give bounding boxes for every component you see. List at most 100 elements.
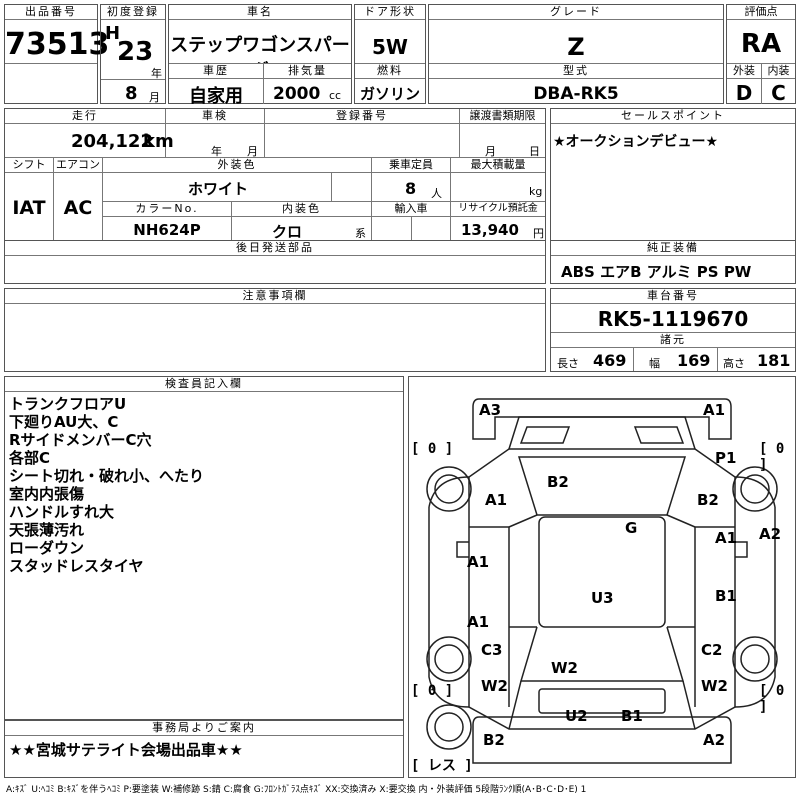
- color-no: NH624P: [133, 221, 201, 239]
- inspector-note-line: 下廻りAU大、C: [9, 413, 119, 431]
- import-label: 輸入車: [372, 202, 450, 217]
- tire-tread-rear-right: [ 0 ]: [759, 683, 785, 715]
- inspector-note-line: ハンドルすれ大: [9, 503, 115, 521]
- int-color-label: 内装色: [232, 202, 371, 217]
- fuel-label: 燃料: [355, 64, 425, 79]
- year-unit: 年: [151, 67, 162, 80]
- inspector-note-line: RサイドメンバーC穴: [9, 431, 152, 449]
- reg-number-label: 登録番号: [265, 109, 459, 124]
- later-parts-label: 後日発送部品: [5, 241, 545, 256]
- history: 自家用: [189, 86, 243, 107]
- sales-point-label: セールスポイント: [551, 109, 795, 124]
- transfer-month-unit: 月: [485, 145, 496, 158]
- chassis-box: 車台番号 RK5-1119670 諸元 長さ 469 幅 169 高さ 181: [550, 288, 796, 372]
- width: 169: [677, 351, 711, 370]
- spare-tire: [ レス ]: [411, 758, 473, 774]
- interior: C: [771, 81, 786, 105]
- width-label: 幅: [649, 357, 660, 370]
- office-label: 事務局よりご案内: [5, 721, 403, 736]
- ac-label: エアコン: [54, 158, 102, 173]
- ac: AC: [63, 197, 93, 219]
- displacement: 2000: [273, 84, 321, 104]
- int-color-unit: 系: [355, 227, 366, 240]
- color-no-label: カラーNo.: [103, 202, 231, 217]
- equipment: ABS エアB アルミ PS PW: [561, 263, 752, 281]
- score-box: 評価点 RA 外装 内装 D C: [726, 4, 796, 105]
- damage-mark: A1: [703, 401, 726, 419]
- recycle-label: リサイクル預託金: [451, 202, 545, 217]
- height: 181: [757, 351, 791, 370]
- recycle-unit: 円: [533, 227, 544, 240]
- inspector-notes: トランクフロアU 下廻りAU大、C RサイドメンバーC穴 各部C シート切れ・破…: [9, 395, 204, 575]
- caution-box: 注意事項欄: [4, 288, 546, 372]
- damage-mark: B2: [483, 731, 505, 749]
- length: 469: [593, 351, 627, 370]
- transfer-label: 譲渡書類期限: [460, 109, 545, 124]
- chassis: RK5-1119670: [597, 307, 749, 331]
- reg-year: 23: [117, 37, 154, 67]
- inspector-note-line: 室内内張傷: [9, 485, 85, 503]
- ext-color: ホワイト: [187, 180, 248, 198]
- damage-mark: C3: [481, 641, 503, 659]
- grade-label: グレード: [429, 5, 723, 20]
- shift: IAT: [12, 197, 46, 219]
- inspector-note-line: 天張薄汚れ: [9, 521, 85, 539]
- month-unit: 月: [149, 91, 160, 104]
- damage-mark: A2: [759, 525, 782, 543]
- equipment-box: 純正装備 ABS エアB アルミ PS PW: [550, 240, 796, 284]
- damage-mark: W2: [481, 677, 508, 695]
- height-label: 高さ: [723, 357, 745, 370]
- history-label: 車歴: [169, 64, 263, 79]
- exterior: D: [735, 81, 753, 105]
- sales-point-box: セールスポイント ★オークションデビュー★: [550, 108, 796, 242]
- damage-mark: A1: [467, 613, 490, 631]
- inspector-note-line: 各部C: [9, 449, 51, 467]
- door-box: ドア形状 5W 燃料 ガソリン: [354, 4, 426, 104]
- capacity-label: 乗車定員: [372, 158, 450, 173]
- length-label: 長さ: [557, 357, 579, 370]
- interior-label: 内装: [762, 64, 795, 79]
- chassis-label: 車台番号: [551, 289, 795, 304]
- damage-mark: C2: [701, 641, 723, 659]
- damage-mark: W2: [551, 659, 578, 677]
- door: 5W: [372, 35, 408, 59]
- max-load-label: 最大積載量: [451, 158, 545, 173]
- damage-mark: B1: [715, 587, 737, 605]
- score: RA: [740, 29, 782, 59]
- damage-mark: A1: [485, 491, 508, 509]
- damage-mark: W2: [701, 677, 728, 695]
- damage-mark: U2: [565, 707, 588, 725]
- displacement-unit: cc: [329, 89, 342, 102]
- recycle: 13,940: [461, 221, 519, 239]
- damage-mark: B2: [547, 473, 569, 491]
- damage-mark: A1: [467, 553, 490, 571]
- capacity: 8: [405, 179, 417, 198]
- damage-mark: B2: [697, 491, 719, 509]
- fuel: ガソリン: [359, 85, 420, 103]
- car-diagram: A3 A1 P1 B2 A1 B2 G A1 A1 A2 U3 A1 B1 C3…: [408, 376, 796, 778]
- int-color: クロ: [271, 223, 302, 241]
- office-box: 事務局よりご案内 ★★宮城サテライト会場出品車★★: [4, 720, 404, 778]
- info-box: 走行 車検 登録番号 譲渡書類期限 204,122 km 年 月 月 日 シフト…: [4, 108, 546, 242]
- damage-mark: A1: [715, 529, 738, 547]
- tire-tread-rear-left: [ 0 ]: [411, 683, 454, 699]
- mileage: 204,122: [71, 131, 153, 152]
- displacement-label: 排気量: [264, 64, 351, 79]
- inspection-month-unit: 月: [247, 145, 258, 158]
- capacity-unit: 人: [431, 187, 442, 200]
- caution-label: 注意事項欄: [5, 289, 545, 304]
- score-label: 評価点: [727, 5, 795, 20]
- inspector-label: 検査員記入欄: [5, 377, 403, 392]
- model-label: 型式: [429, 64, 723, 79]
- transfer-day-unit: 日: [529, 145, 540, 158]
- damage-mark: G: [625, 519, 638, 537]
- mileage-label: 走行: [5, 109, 165, 124]
- inspector-box: 検査員記入欄 トランクフロアU 下廻りAU大、C RサイドメンバーC穴 各部C …: [4, 376, 404, 720]
- first-reg-label: 初度登録: [101, 5, 165, 20]
- car-name-label: 車名: [169, 5, 351, 20]
- legend: A:ｷｽﾞ U:ﾍｺﾐ B:ｷｽﾞを伴うﾍｺﾐ P:要塗装 W:補修跡 S:錆 …: [6, 785, 587, 795]
- lot-number: 73513: [5, 27, 110, 62]
- inspector-note-line: トランクフロアU: [9, 395, 127, 413]
- car-name-box: 車名 ステップワゴンスパーダ 車歴 排気量 自家用 2000 cc: [168, 4, 352, 107]
- damage-mark: B1: [621, 707, 643, 725]
